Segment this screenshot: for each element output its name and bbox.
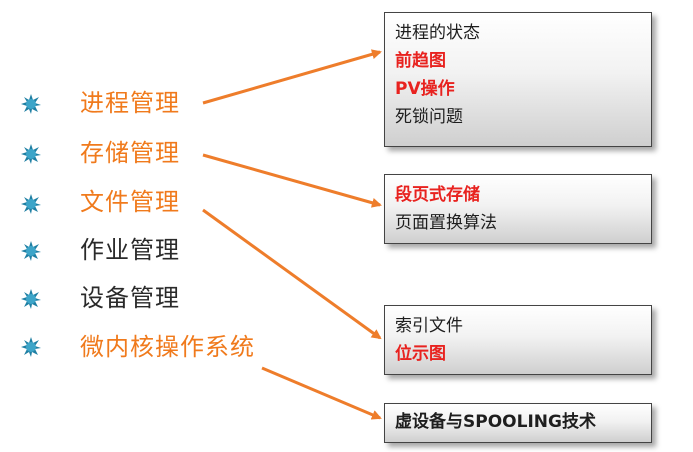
box-device-details: 虚设备与SPOOLING技术 — [384, 403, 652, 443]
topic-job-management: 作业管理 — [80, 236, 180, 264]
precedence-graph-text: 前趋图 — [395, 51, 446, 71]
pv-operation-text: PV操作 — [395, 79, 455, 99]
page-replacement-text: 页面置换算法 — [395, 213, 497, 233]
process-states-text: 进程的状态 — [395, 23, 480, 43]
arrow-storage-to-box — [202, 153, 382, 208]
bullet-icon — [21, 144, 41, 164]
box-file-details: 索引文件 位示图 — [384, 305, 652, 375]
topic-microkernel-os: 微内核操作系统 — [80, 333, 255, 361]
bitmap-text: 位示图 — [395, 344, 446, 364]
arrow-microkernel-to-box — [261, 366, 382, 420]
arrow-process-to-box — [202, 49, 382, 105]
spooling-text: 虚设备与SPOOLING技术 — [395, 412, 596, 432]
segment-page-storage-text: 段页式存储 — [395, 185, 480, 205]
box-storage-details: 段页式存储 页面置换算法 — [384, 174, 652, 244]
arrow-file-to-box — [202, 208, 382, 340]
topic-file-management: 文件管理 — [80, 188, 180, 216]
topic-storage-management: 存储管理 — [80, 139, 180, 167]
bullet-icon — [21, 289, 41, 309]
topic-process-management: 进程管理 — [80, 89, 180, 117]
bullet-icon — [21, 337, 41, 357]
index-file-text: 索引文件 — [395, 316, 463, 336]
topic-device-management: 设备管理 — [80, 284, 180, 312]
box-process-details: 进程的状态 前趋图 PV操作 死锁问题 — [384, 12, 652, 147]
bullet-icon — [21, 241, 41, 261]
bullet-icon — [21, 94, 41, 114]
bullet-icon — [21, 194, 41, 214]
deadlock-text: 死锁问题 — [395, 107, 463, 127]
